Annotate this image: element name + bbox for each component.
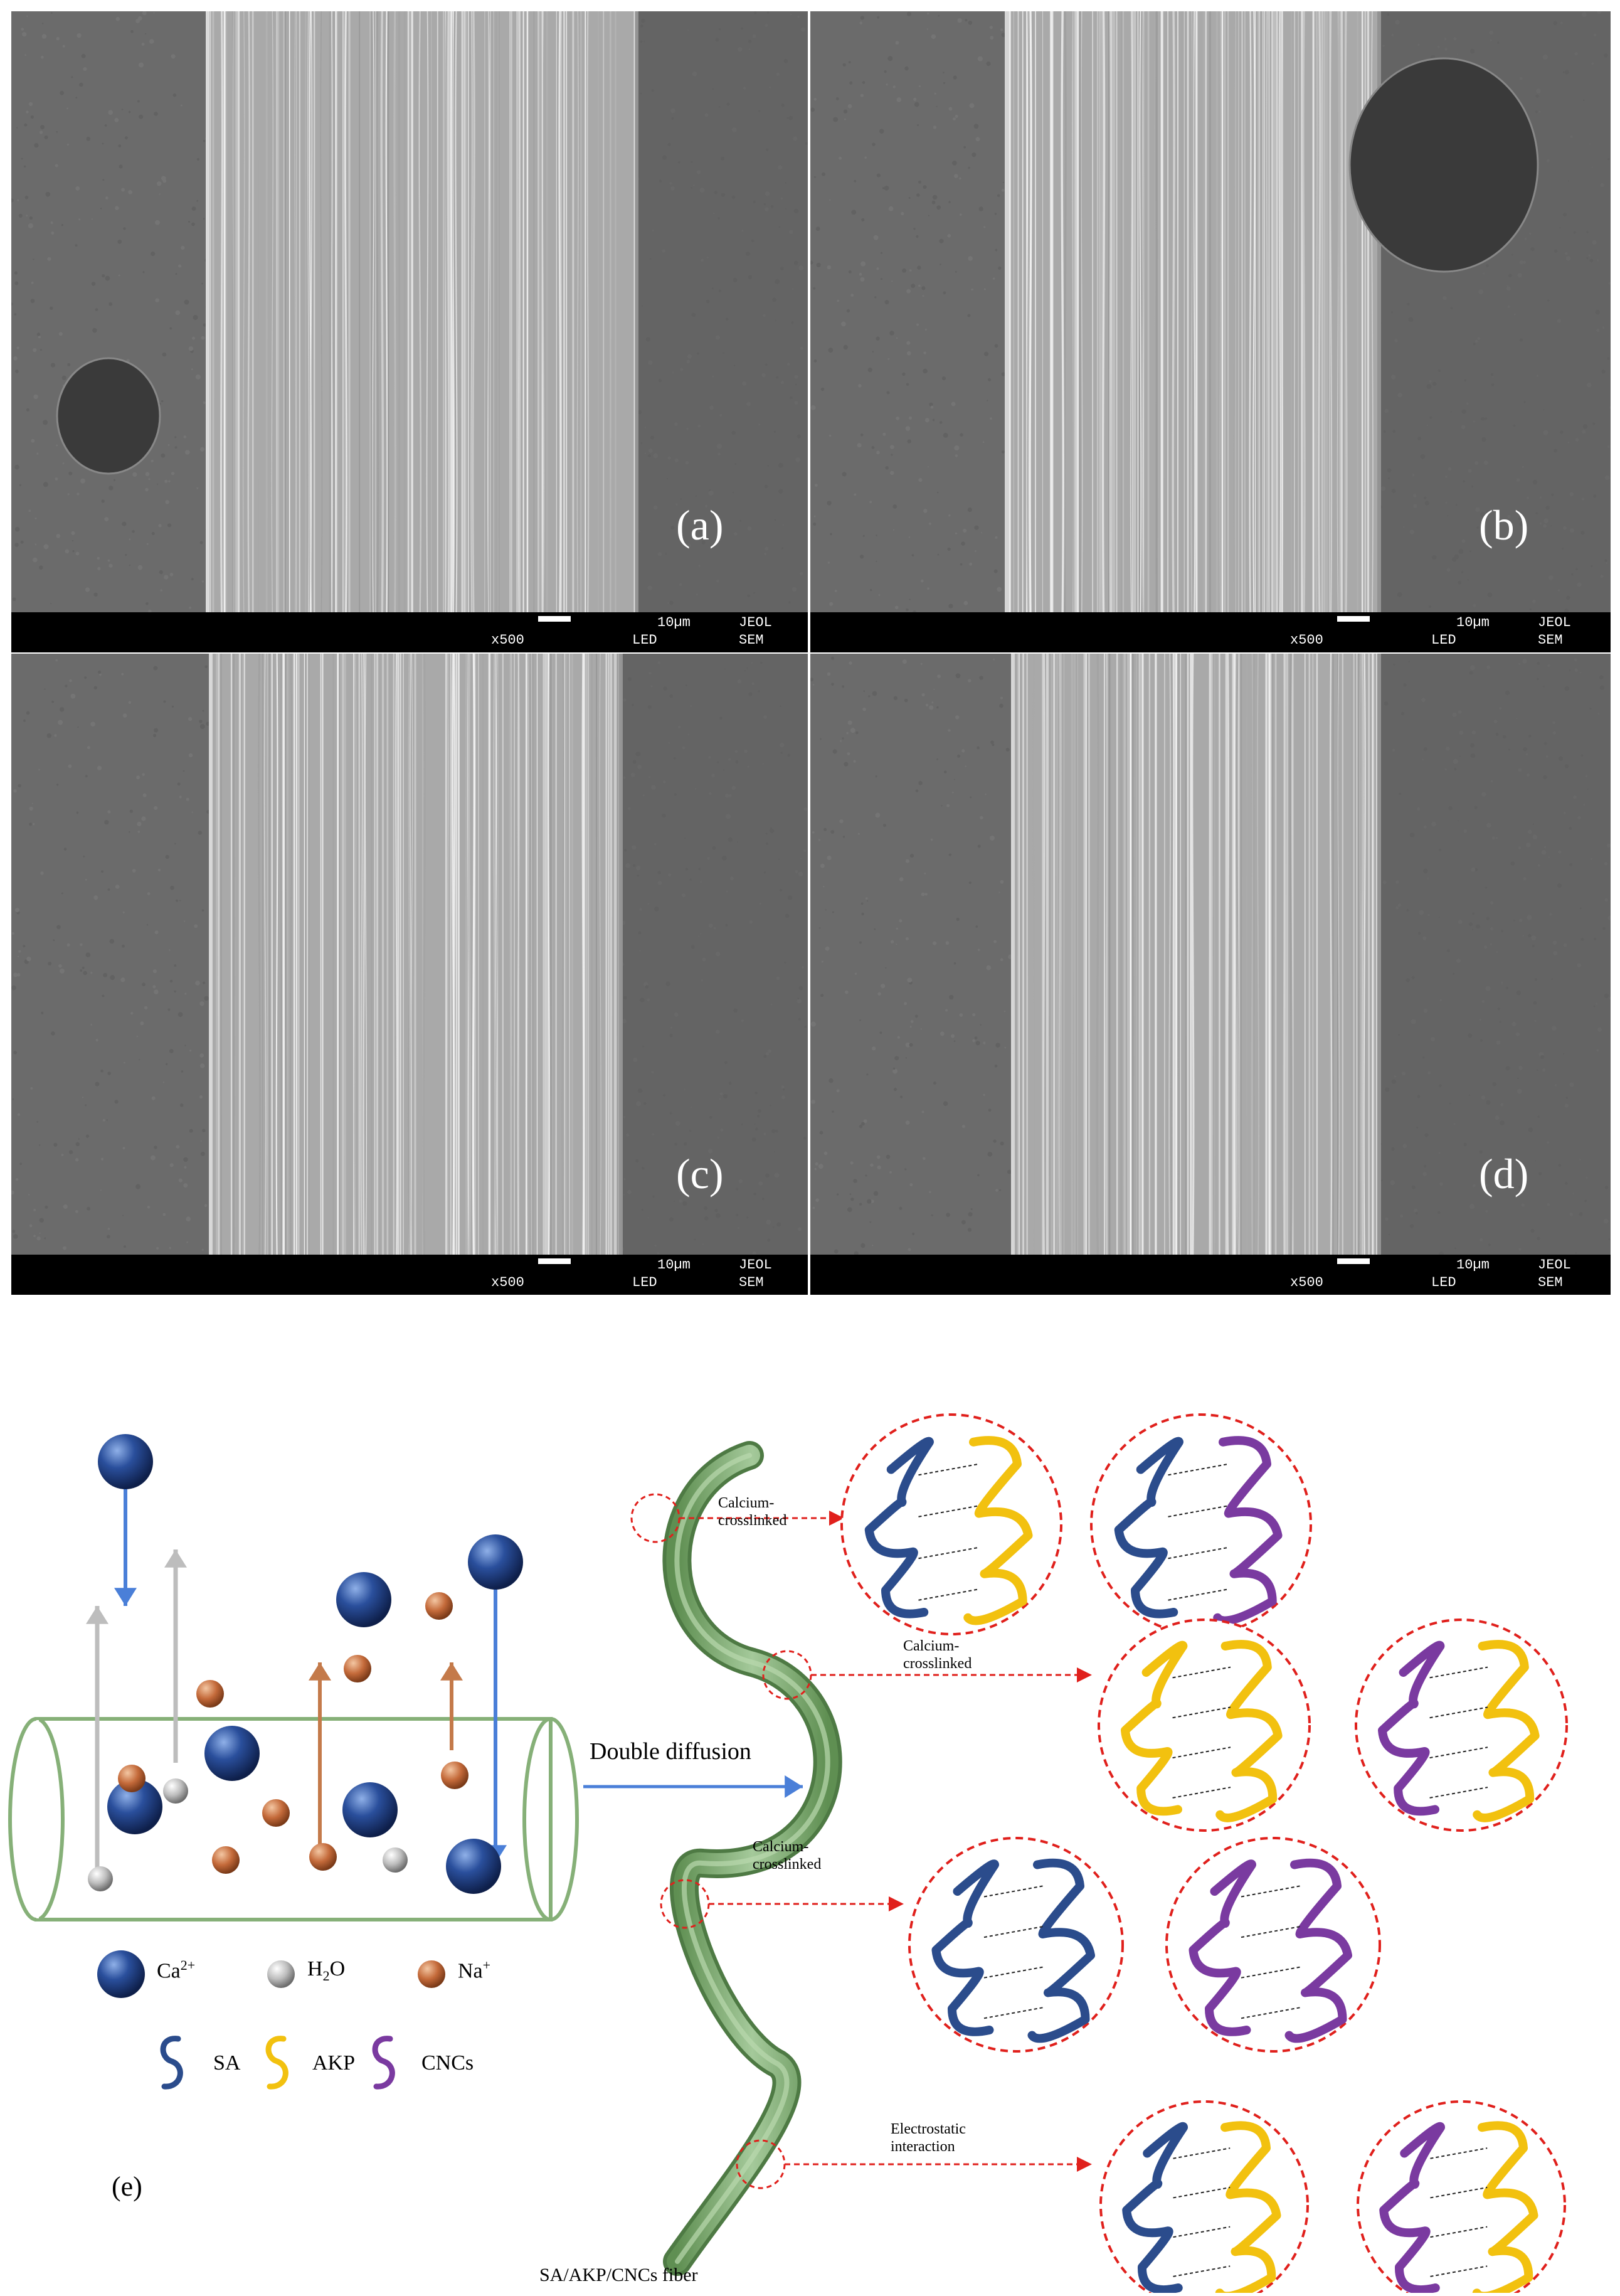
water-molecule bbox=[88, 1866, 113, 1891]
sodium-ion bbox=[196, 1680, 224, 1708]
panel-label: (e) bbox=[112, 2171, 142, 2202]
magnification: x500 bbox=[1290, 1275, 1323, 1290]
sem-info-bar: 10µm JEOL x500 LED SEM bbox=[810, 612, 1611, 652]
legend-akp-icon bbox=[265, 2036, 289, 2090]
sodium-ion bbox=[425, 1592, 453, 1620]
instrument-label: SEM bbox=[739, 632, 764, 648]
legend-cncs-label: CNCs bbox=[421, 2051, 474, 2075]
brand-label: JEOL bbox=[1538, 1257, 1571, 1273]
interaction-circle-sa-cncs bbox=[1090, 1413, 1312, 1635]
sodium-ion bbox=[212, 1846, 240, 1874]
sodium-ion bbox=[309, 1843, 337, 1871]
scale-bar bbox=[1337, 616, 1370, 622]
sem-image-d bbox=[810, 654, 1611, 1257]
legend-sa-icon bbox=[160, 2036, 183, 2090]
interaction-circle-cncs-akp bbox=[1355, 1618, 1568, 1832]
sodium-ion bbox=[262, 1799, 290, 1827]
fiber-label: SA/AKP/CNCs fiber bbox=[539, 2265, 698, 2285]
sem-info-bar: 10µm JEOL x500 LED SEM bbox=[11, 1255, 808, 1295]
instrument-label: SEM bbox=[739, 1275, 764, 1290]
sem-panel-d: (d) 10µm JEOL x500 LED SEM bbox=[810, 654, 1611, 1295]
interaction-circle-electrostatic-cncs-akp bbox=[1357, 2100, 1566, 2296]
schematic-drawing bbox=[8, 1413, 1568, 2296]
detector-mode: LED bbox=[1431, 1275, 1456, 1290]
calcium-ion bbox=[468, 1534, 523, 1590]
legend-sodium-icon bbox=[418, 1960, 445, 1988]
sodium-ion bbox=[344, 1655, 371, 1682]
detector-mode: LED bbox=[632, 632, 657, 648]
sem-panel-c: (c) 10µm JEOL x500 LED SEM bbox=[11, 654, 808, 1295]
schematic-panel-e: (e) Double diffusion SA/AKP/CNCs fiber C… bbox=[0, 1311, 1620, 2296]
scale-value: 10µm bbox=[1456, 1257, 1490, 1273]
panel-label: (a) bbox=[676, 501, 724, 549]
sem-info-bar: 10µm JEOL x500 LED SEM bbox=[11, 612, 808, 652]
panel-label: (b) bbox=[1479, 501, 1529, 549]
callout-label: Calcium-crosslinked bbox=[753, 1839, 822, 1873]
sodium-ion bbox=[118, 1765, 146, 1792]
callout-label: Calcium-crosslinked bbox=[903, 1638, 972, 1672]
callout-label: Calcium-crosslinked bbox=[718, 1495, 787, 1529]
calcium-ion bbox=[98, 1434, 153, 1489]
interaction-circle-sa-sa bbox=[908, 1837, 1124, 2053]
scale-value: 10µm bbox=[1456, 615, 1490, 630]
instrument-label: SEM bbox=[1538, 632, 1563, 648]
scale-value: 10µm bbox=[657, 615, 691, 630]
water-molecule bbox=[383, 1847, 408, 1873]
water-molecule bbox=[163, 1778, 188, 1804]
legend-akp-label: AKP bbox=[312, 2051, 356, 2075]
scale-bar bbox=[538, 616, 571, 622]
sem-image-b bbox=[810, 11, 1611, 614]
legend-na-label: Na+ bbox=[458, 1957, 491, 1983]
sem-image-c bbox=[11, 654, 808, 1256]
sem-image-a bbox=[11, 11, 808, 614]
sem-panel-a: (a) 10µm JEOL x500 LED SEM bbox=[11, 11, 808, 652]
legend-sa-label: SA bbox=[213, 2051, 241, 2075]
legend-h2o-label: H2O bbox=[307, 1957, 346, 1984]
brand-label: JEOL bbox=[739, 1257, 772, 1273]
scale-bar bbox=[538, 1258, 571, 1264]
detector-mode: LED bbox=[632, 1275, 657, 1290]
magnification: x500 bbox=[491, 632, 524, 648]
interaction-circle-sa-akp bbox=[840, 1413, 1062, 1635]
legend-calcium-icon bbox=[97, 1950, 145, 1998]
interaction-circle-cncs-cncs bbox=[1165, 1837, 1381, 2053]
scale-value: 10µm bbox=[657, 1257, 691, 1273]
instrument-label: SEM bbox=[1538, 1275, 1563, 1290]
process-label: Double diffusion bbox=[590, 1738, 751, 1765]
legend-ca-label: Ca2+ bbox=[157, 1957, 196, 1983]
sem-info-bar: 10µm JEOL x500 LED SEM bbox=[810, 1255, 1611, 1295]
legend-cncs-icon bbox=[372, 2036, 395, 2090]
calcium-ion bbox=[342, 1782, 398, 1837]
calcium-ion bbox=[107, 1779, 162, 1834]
scale-bar bbox=[1337, 1258, 1370, 1264]
calcium-ion bbox=[446, 1839, 501, 1894]
magnification: x500 bbox=[491, 1275, 524, 1290]
brand-label: JEOL bbox=[1538, 615, 1571, 630]
interaction-circle-akp-akp bbox=[1098, 1618, 1311, 1832]
panel-label: (d) bbox=[1479, 1150, 1529, 1198]
legend-water-icon bbox=[267, 1960, 295, 1988]
calcium-ion bbox=[336, 1572, 391, 1627]
calcium-ion bbox=[204, 1726, 260, 1781]
magnification: x500 bbox=[1290, 632, 1323, 648]
interaction-circle-electrostatic-sa-akp bbox=[1099, 2100, 1309, 2296]
sem-panel-b: (b) 10µm JEOL x500 LED SEM bbox=[810, 11, 1611, 652]
detector-mode: LED bbox=[1431, 632, 1456, 648]
brand-label: JEOL bbox=[739, 615, 772, 630]
sodium-ion bbox=[441, 1762, 469, 1789]
panel-label: (c) bbox=[676, 1150, 724, 1198]
